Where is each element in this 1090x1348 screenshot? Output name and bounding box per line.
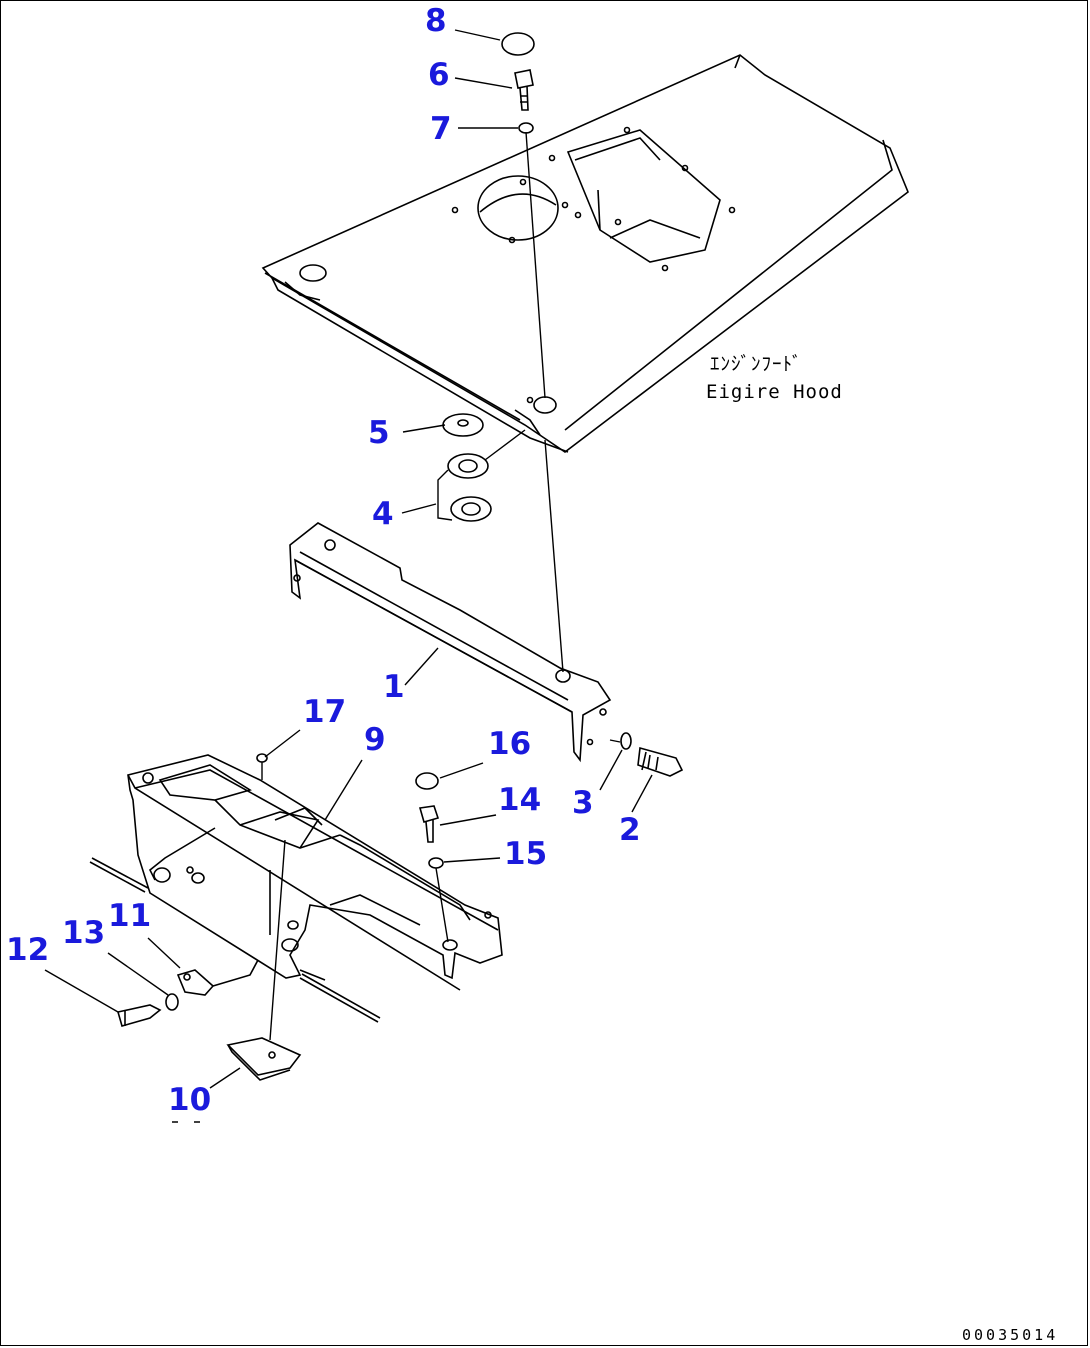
callout-2: 2 <box>619 812 641 848</box>
cover-part-9 <box>127 754 503 991</box>
callout-15: 15 <box>504 836 547 872</box>
callout-3: 3 <box>572 785 594 821</box>
washers-part-4 <box>447 453 492 522</box>
callout-8: 8 <box>425 3 447 39</box>
callout-10: 10 <box>168 1082 211 1118</box>
washer-part-5 <box>442 413 484 437</box>
callout-1: 1 <box>383 669 405 705</box>
callout-5: 5 <box>368 415 390 451</box>
callout-16: 16 <box>488 726 531 762</box>
washer-part-13 <box>165 993 179 1011</box>
callout-13: 13 <box>62 915 105 951</box>
callout-14: 14 <box>498 782 541 818</box>
washer-part-15 <box>428 857 444 869</box>
callout-17: 17 <box>303 694 346 730</box>
cap-part-16 <box>415 772 439 790</box>
caption-engine-hood: Eigire Hood <box>706 381 843 403</box>
bolt-part-12 <box>116 1004 162 1027</box>
part-17 <box>256 753 268 780</box>
washer-part-7 <box>518 122 534 134</box>
callout-4: 4 <box>372 496 394 532</box>
callout-7: 7 <box>430 111 452 147</box>
cable-rod <box>89 857 381 1023</box>
engine-hood <box>261 54 909 453</box>
bracket-part-1 <box>289 522 612 763</box>
latch-part-11 <box>176 959 259 996</box>
callout-6: 6 <box>428 57 450 93</box>
washer-part-3 <box>620 732 632 750</box>
callout-9: 9 <box>364 722 386 758</box>
leader-lines <box>44 29 653 1123</box>
callout-12: 12 <box>6 932 49 968</box>
callout-11: 11 <box>108 898 151 934</box>
document-number: 00035014 <box>962 1326 1058 1344</box>
caption-japanese: ｴﾝｼﾞﾝﾌｰﾄﾞ <box>710 353 803 375</box>
bolt-part-6 <box>514 69 534 111</box>
plate-part-10 <box>226 1037 302 1081</box>
bolt-part-14 <box>418 805 440 843</box>
cap-part-8 <box>501 32 535 56</box>
bolt-part-2 <box>637 746 684 777</box>
